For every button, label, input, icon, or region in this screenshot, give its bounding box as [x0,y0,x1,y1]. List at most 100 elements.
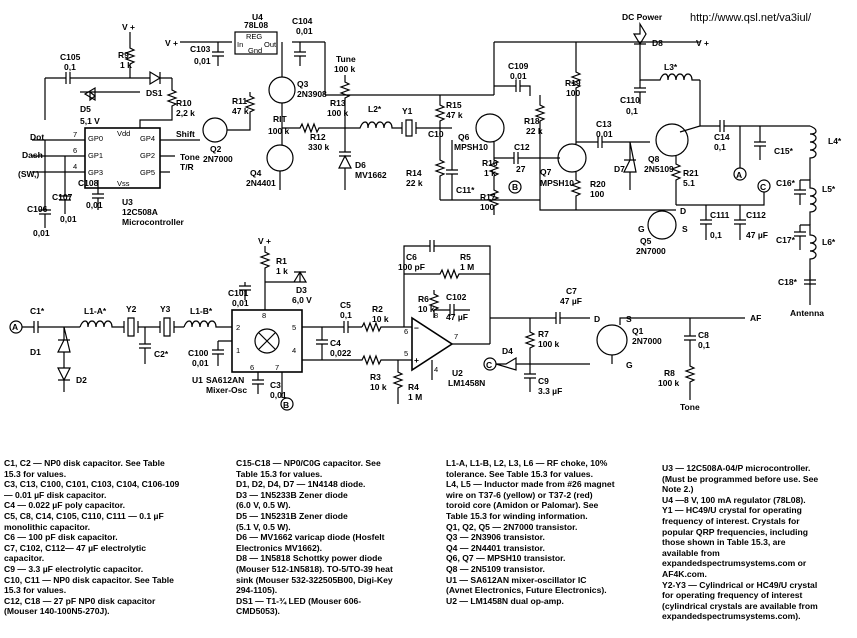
c100-label: C100 [188,348,209,358]
c3-value: 0,01 [270,390,287,400]
u3-vss: Vss [117,179,130,188]
note-line: C12, C18 — 27 pF NP0 disk capacitor [4,595,156,606]
u3-gp2: GP2 [140,151,155,160]
c12-label: C12 [514,142,530,152]
q1-d: D [594,314,600,324]
c100-value: 0,01 [192,358,209,368]
q6-label: Q6 [458,132,470,142]
u3-gp1: GP1 [88,151,103,160]
r16-label: R16 [482,158,498,168]
c16-label: C16* [776,178,796,188]
tone-input: Tone [680,402,700,412]
u3-label: U3 [122,197,133,207]
u2-pin5: 5 [404,349,408,358]
q7-transistor [557,143,587,173]
node-a-top: A [736,170,742,180]
u1-label: U1 [192,375,203,385]
c104-label: C104 [292,16,313,26]
l2-label: L2* [368,104,382,114]
c109-value: 0,01 [510,71,527,81]
u1-pin1: 1 [236,346,240,355]
y3-label: Y3 [160,304,171,314]
c101-label: C101 [228,288,249,298]
r3-value: 10 k [370,382,387,392]
r13-label: R13 [330,98,346,108]
d4-label: D4 [502,346,513,356]
r21-label: R21 [683,168,699,178]
source-url[interactable]: http://www.qsl.net/va3iul/ [690,12,812,24]
note-line: Q3 — 2N3906 transistor. [446,532,545,543]
c10-label: C10 [428,129,444,139]
shift-out: Shift [176,129,195,139]
u3-vdd: Vdd [117,129,130,138]
q7-label: Q7 [540,167,552,177]
dot-input: Dot [30,132,44,142]
q5-s: S [682,224,688,234]
d6-label: D6 [355,160,366,170]
r16-value: 1 k [484,168,496,178]
note-line: D1, D2, D4, D7 — 1N4148 diode. [236,479,366,490]
u1-pin6: 6 [250,363,254,372]
c3-label: C3 [270,380,281,390]
c101-value: 0,01 [232,298,249,308]
c6-label: C6 [406,252,417,262]
note-line: Table 15.3 for winding information. [446,510,588,521]
r14-label: R14 [406,168,422,178]
parts-list-col4: U3 — 12C508A-04/P microcontroller. (Must… [662,463,854,622]
note-line: monolithic capacitor. [4,521,90,532]
note-line: C15-C18 — NP0/C0G capacitor. See [236,458,381,468]
note-line: D8 — 1N5818 Schottky power diode [236,553,383,564]
note-line: 15.3 for values. [4,585,67,596]
c8-value: 0,1 [698,340,710,350]
pin7: 7 [73,130,77,139]
c12-value: 27 [516,164,526,174]
r5-value: 1 M [460,262,474,272]
r19-label: R19 [565,78,581,88]
c108-label: C108 [78,178,99,188]
schematic-diagram: V + V + U4 78L08 REG In Out Gnd C104 0,0… [9,12,842,412]
c17-label: C17* [776,235,796,245]
r7-value: 100 k [538,339,560,349]
note-line: Table 15.3 for values. [236,468,323,479]
r2-value: 10 k [372,314,389,324]
note-line: AF4K.com. [662,568,707,579]
u2-pin6: 6 [404,327,408,336]
note-line: those shown in Table 15.3, are [662,537,786,548]
c105-label: C105 [60,52,81,62]
r18-value: 22 k [526,126,543,136]
note-line: C4 — 0.022 µF poly capacitor. [4,500,126,511]
d5-value: 5,1 V [80,116,100,126]
u3-desc: Microcontroller [122,217,185,227]
q8-label: Q8 [648,154,660,164]
q8-transistor [655,123,689,157]
u3-gp5: GP5 [140,168,155,177]
note-line: expandedspectrumsystems.com or [662,558,807,569]
d1-label: D1 [30,347,41,357]
note-line: — 0.01 µF disk capacitor. [4,489,107,500]
c5-value: 0,1 [340,310,352,320]
note-line: U2 — LM1458N dual op-amp. [446,595,564,606]
note-line: U1 — SA612AN mixer-oscillator IC [446,574,587,585]
q4-part: 2N4401 [246,178,276,188]
r8-value: 100 k [658,378,680,388]
r4-value: 1 M [408,392,422,402]
u1-pin7: 7 [275,363,279,372]
q5-part: 2N7000 [636,246,666,256]
c6-value: 100 pF [398,262,425,272]
r6-label: R6 [418,294,429,304]
q5-d: D [680,206,686,216]
note-line: toroid core (Amidon or Palomar). See [446,500,599,511]
r11-label: R11 [232,96,247,106]
note-line: Q1, Q2, Q5 — 2N7000 transistor. [446,521,578,532]
u2-minus: − [414,323,419,333]
r17-label: R17 [480,192,496,202]
c2-label: C2* [154,349,169,359]
u2-part: LM1458N [448,378,485,388]
note-line: C6 — 100 pF disk capacitor. [4,532,118,543]
d5-label: D5 [80,104,91,114]
c18-label: C18* [778,277,798,287]
ds1-label: DS1 [146,88,163,98]
r5-label: R5 [460,252,471,262]
q2-part: 2N7000 [203,154,233,164]
q1-label: Q1 [632,326,644,336]
